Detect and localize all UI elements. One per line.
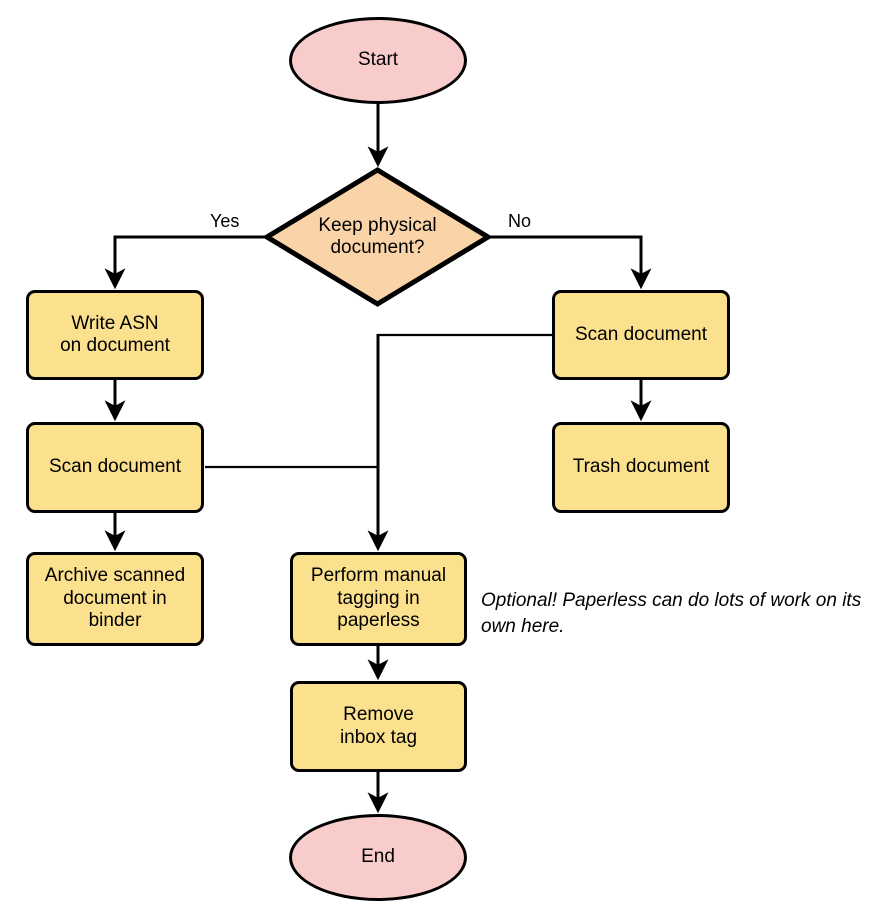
node-end-label: End (361, 846, 395, 868)
node-scan-document-right-label: Scan document (574, 323, 708, 345)
node-scan-document-left-label: Scan document (48, 456, 182, 478)
edge-label-yes: Yes (210, 211, 240, 231)
node-trash-document[interactable]: Trash document (552, 422, 730, 513)
node-remove-inbox-tag[interactable]: Remove inbox tag (290, 681, 467, 772)
node-scan-document-left[interactable]: Scan document (26, 422, 204, 513)
edge-label-no: No (508, 211, 532, 231)
node-archive-label: Archive scanned document in binder (44, 565, 186, 632)
node-write-asn-on-document[interactable]: Write ASN on document (26, 290, 204, 380)
node-remove-inbox-tag-label: Remove inbox tag (339, 704, 418, 748)
edge-decision-no-to-scan-right (490, 235, 652, 290)
diamond-shape (264, 167, 491, 307)
annotation-optional-note: Optional! Paperless can do lots of work … (481, 590, 862, 637)
node-start[interactable]: Start (289, 17, 467, 104)
node-decision-label: Keep physical document? (318, 214, 437, 258)
node-write-asn-label: Write ASN on document (60, 312, 170, 356)
node-archive-scanned-document[interactable]: Archive scanned document in binder (26, 552, 204, 646)
node-scan-document-right[interactable]: Scan document (552, 290, 730, 380)
node-end[interactable]: End (289, 814, 467, 901)
node-manual-tagging-label: Perform manual tagging in paperless (310, 565, 447, 632)
node-start-label: Start (357, 49, 399, 71)
node-perform-manual-tagging[interactable]: Perform manual tagging in paperless (290, 552, 467, 646)
node-trash-document-label: Trash document (572, 456, 710, 478)
edge-decision-yes-to-write-asn (104, 235, 265, 290)
node-decision-keep-physical-document[interactable]: Keep physical document? (264, 167, 491, 307)
